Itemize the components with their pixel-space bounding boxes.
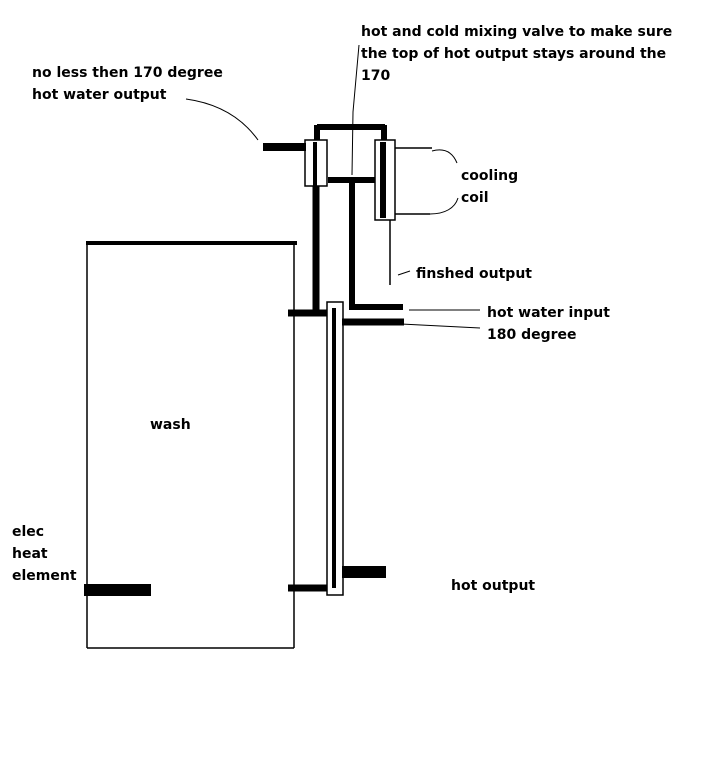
cooling-label: cooling xyxy=(461,168,518,184)
input-temp-label: 180 degree xyxy=(487,327,577,343)
mixing-valve-label-line3: 170 xyxy=(361,68,390,84)
hot-water-input-label: hot water input xyxy=(487,305,610,321)
mixing-valve-label-line1: hot and cold mixing valve to make sure xyxy=(361,24,672,40)
cooling-coil xyxy=(374,139,432,221)
heat-exchanger-column xyxy=(326,301,344,596)
heat-label: heat xyxy=(12,546,48,562)
finished-output-label: finshed output xyxy=(416,266,532,282)
coil-label: coil xyxy=(461,190,489,206)
mixing-valve xyxy=(304,124,387,187)
hot-output-stub xyxy=(342,566,386,578)
wash-label: wash xyxy=(150,417,191,433)
heating-element xyxy=(84,584,151,596)
leader-lines xyxy=(185,44,481,329)
hot-water-output-label: hot water output xyxy=(32,87,167,103)
elec-label: elec xyxy=(12,524,44,540)
element-label: element xyxy=(12,568,77,584)
hot-output-temp-label: no less then 170 degree xyxy=(32,65,223,81)
hot-output-label: hot output xyxy=(451,578,535,594)
mixing-valve-label-line2: the top of hot output stays around the xyxy=(361,46,666,62)
